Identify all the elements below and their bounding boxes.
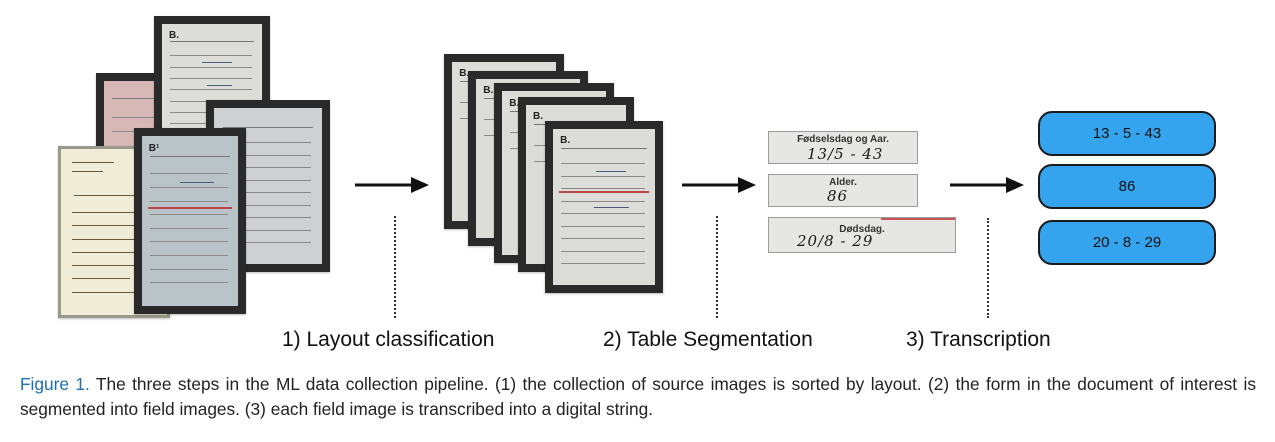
arrow-right-icon	[355, 177, 429, 193]
field-label: Fødselsdag og Aar.	[797, 134, 889, 145]
output-string-birthdate: 13 - 5 - 43	[1038, 111, 1216, 156]
field-handwriting: 13/5 - 43	[807, 145, 884, 163]
output-string-deathdate: 20 - 8 - 29	[1038, 220, 1216, 265]
step-label-transcription: 3) Transcription	[906, 328, 1051, 351]
field-image-age: Alder. 86	[768, 174, 918, 207]
dotted-separator	[394, 216, 396, 318]
sorted-form-front: B.	[545, 121, 663, 293]
step-label-layout-classification: 1) Layout classification	[282, 328, 495, 351]
field-image-birthdate: Fødselsdag og Aar. 13/5 - 43	[768, 131, 918, 164]
field-handwriting: 20/8 - 29	[797, 232, 874, 250]
field-image-deathdate: Dødsdag. 20/8 - 29	[768, 217, 956, 253]
figure-label: Figure 1.	[20, 374, 90, 394]
figure-caption: Figure 1. The three steps in the ML data…	[20, 372, 1256, 422]
source-document-form-front: B¹	[134, 128, 246, 314]
arrow-right-icon	[682, 177, 756, 193]
arrow-right-icon	[950, 177, 1024, 193]
caption-text: The three steps in the ML data collectio…	[20, 374, 1256, 419]
step-label-table-segmentation: 2) Table Segmentation	[603, 328, 813, 351]
field-label: Dødsdag.	[839, 224, 885, 235]
dotted-separator	[987, 218, 989, 318]
field-label: Alder.	[829, 177, 857, 188]
field-handwriting: 86	[827, 187, 849, 205]
output-string-age: 86	[1038, 164, 1216, 209]
dotted-separator	[716, 216, 718, 318]
